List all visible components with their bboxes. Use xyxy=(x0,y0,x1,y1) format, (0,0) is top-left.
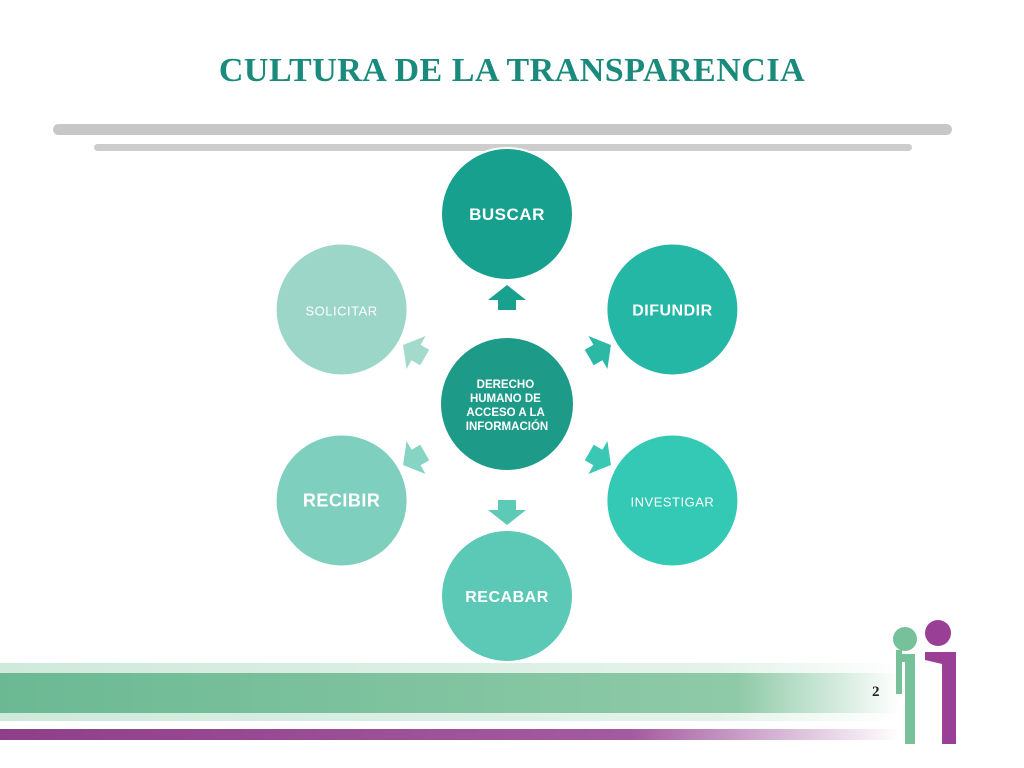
node-circle xyxy=(605,242,740,377)
node-circle xyxy=(605,433,740,568)
svg-text:DERECHO HUMANO DE: DERECHO HUMANO DE ACCESO A LA INFORMACIÓ… xyxy=(466,379,548,433)
arrow-to-solicitar xyxy=(403,336,430,369)
node-recibir: RECIBIR xyxy=(274,433,409,568)
node-circle xyxy=(440,147,574,281)
node-label: RECIBIR xyxy=(303,491,381,511)
arrow-to-investigar xyxy=(584,441,611,474)
node-investigar: INVESTIGAR xyxy=(605,433,740,568)
arrow-to-buscar xyxy=(488,285,526,310)
center-label-line: DERECHO xyxy=(477,379,535,391)
arrow-to-recabar xyxy=(488,500,526,525)
footer-band-light-2 xyxy=(0,713,900,721)
title-divider-top xyxy=(53,124,952,135)
logo xyxy=(893,620,956,744)
footer-band-green xyxy=(0,673,900,713)
page-number: 2 xyxy=(872,684,880,700)
arrows-layer xyxy=(403,285,611,525)
node-recabar: RECABAR xyxy=(440,529,574,663)
arrow-to-difundir xyxy=(584,336,611,369)
nodes-layer: BUSCAR DIFUNDIR INVESTIGAR RECABAR RECIBIR SO… xyxy=(274,147,740,663)
footer-band-light xyxy=(0,663,900,673)
node-label: SOLICITAR xyxy=(306,304,378,319)
arrow-to-recibir xyxy=(403,441,430,474)
node-difundir: DIFUNDIR xyxy=(605,242,740,377)
node-circle xyxy=(274,433,409,568)
node-circle xyxy=(274,242,409,377)
center-node: DERECHO HUMANO DE ACCESO A LA INFORMACIÓ… xyxy=(441,338,573,470)
node-label: RECABAR xyxy=(465,589,549,606)
node-label: BUSCAR xyxy=(469,205,545,224)
center-label-line: INFORMACIÓN xyxy=(466,420,548,433)
node-solicitar: SOLICITAR xyxy=(274,242,409,377)
node-buscar: BUSCAR xyxy=(440,147,574,281)
node-label: DIFUNDIR xyxy=(632,303,712,320)
node-circle xyxy=(440,529,574,663)
slide-title: CULTURA DE LA TRANSPARENCIA xyxy=(218,52,806,89)
center-label-line: ACCESO A LA xyxy=(466,407,544,419)
node-label: INVESTIGAR xyxy=(631,495,715,510)
footer-band-purple xyxy=(0,729,900,740)
center-label-line: HUMANO DE xyxy=(470,393,541,405)
